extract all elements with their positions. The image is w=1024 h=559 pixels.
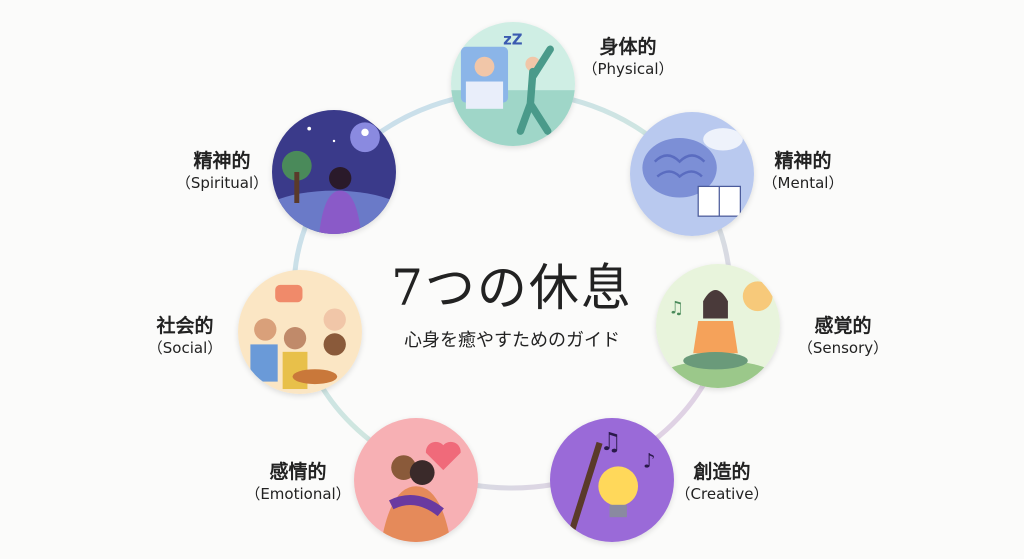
label-jp: 創造的 xyxy=(693,461,751,483)
title-block: 7つの休息 心身を癒やすためのガイド xyxy=(391,248,633,352)
label-en: （Emotional） xyxy=(245,484,351,503)
label-jp: 社会的 xyxy=(156,315,214,337)
emotional-rest-image xyxy=(354,418,478,542)
hug-heart-icon xyxy=(354,418,478,542)
meditation-icon: ♫ xyxy=(656,264,780,388)
physical-rest-image: zZ xyxy=(451,22,575,146)
label-jp: 身体的 xyxy=(599,36,657,58)
label-en: （Physical） xyxy=(582,59,674,78)
friends-dinner-icon xyxy=(238,270,362,394)
social-rest-image xyxy=(238,270,362,394)
rest-label-emotional: 感情的 （Emotional） xyxy=(245,461,350,504)
label-en: （Mental） xyxy=(762,173,844,192)
sleep-and-stretch-icon: zZ xyxy=(451,22,575,146)
rest-label-creative: 創造的 （Creative） xyxy=(676,461,769,504)
svg-text:♪: ♪ xyxy=(643,450,656,473)
label-jp: 感覚的 xyxy=(814,315,872,337)
svg-text:zZ: zZ xyxy=(503,30,523,48)
spiritual-rest-image xyxy=(272,110,396,234)
svg-text:♫: ♫ xyxy=(668,299,684,319)
label-en: （Spiritual） xyxy=(175,173,269,192)
sensory-rest-image: ♫ xyxy=(656,264,780,388)
rest-label-physical: 身体的 （Physical） xyxy=(582,36,673,79)
mental-rest-image xyxy=(630,112,754,236)
label-en: （Creative） xyxy=(675,484,769,503)
rest-label-spiritual: 精神的 （Spiritual） xyxy=(176,150,268,193)
label-en: （Social） xyxy=(147,338,223,357)
label-jp: 感情的 xyxy=(269,461,327,483)
page-subtitle: 心身を癒やすためのガイド xyxy=(404,330,620,351)
creative-rest-image: ♫♪ xyxy=(550,418,674,542)
night-sky-meditation-icon xyxy=(272,110,396,234)
brain-book-icon xyxy=(630,112,754,236)
rest-label-mental: 精神的 （Mental） xyxy=(763,150,844,193)
label-jp: 精神的 xyxy=(774,150,832,172)
rest-label-sensory: 感覚的 （Sensory） xyxy=(798,315,888,358)
svg-text:♫: ♫ xyxy=(600,427,622,456)
rest-label-social: 社会的 （Social） xyxy=(148,315,222,358)
label-en: （Sensory） xyxy=(797,338,889,357)
lightbulb-paintbrush-icon: ♫♪ xyxy=(550,418,674,542)
label-jp: 精神的 xyxy=(193,150,251,172)
page-title: 7つの休息 xyxy=(391,259,633,317)
